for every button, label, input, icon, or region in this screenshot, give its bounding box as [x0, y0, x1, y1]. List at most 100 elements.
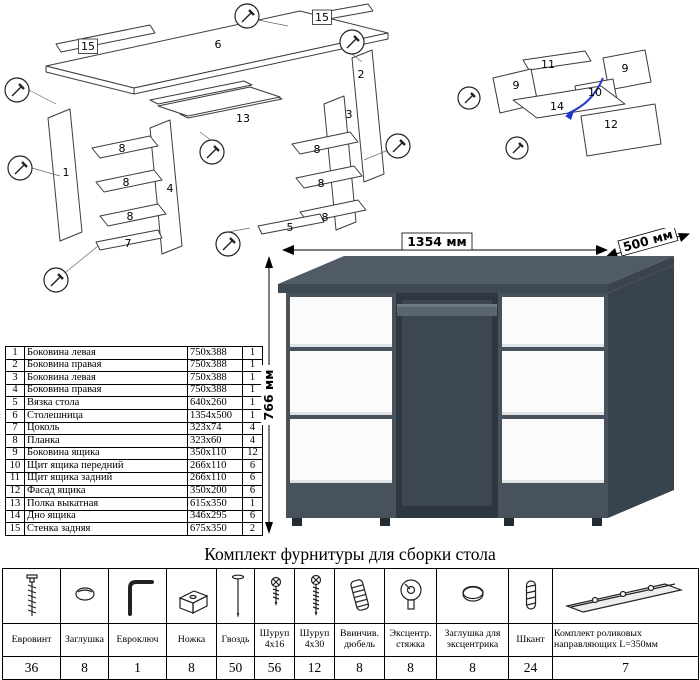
path-shape: [77, 589, 92, 593]
line-shape: [353, 593, 366, 599]
part-tray: [157, 86, 281, 117]
part-row-name: Вязка стола: [24, 396, 188, 410]
circle-shape: [234, 3, 260, 29]
ellipse-shape: [231, 574, 245, 580]
line-shape: [470, 92, 476, 98]
dim-arrow: [678, 233, 690, 242]
assembly-direction-arrow: [566, 77, 604, 115]
part-row-size: 750x388: [187, 358, 243, 373]
part-number-label: 7: [125, 237, 132, 250]
circle-shape: [215, 231, 241, 257]
svg-shape: [25, 574, 38, 616]
g-shape: [461, 585, 484, 602]
drawer-front: [290, 351, 392, 415]
hardware-item-qty: 8: [60, 656, 109, 680]
svg-shape: [399, 579, 422, 610]
part-row-size: 675x350: [187, 522, 243, 536]
part-row-name: Цоколь: [24, 421, 188, 436]
drawer-shade: [290, 344, 392, 347]
part-row-size: 266x110: [187, 459, 243, 473]
leader-lines: [28, 19, 389, 273]
line-shape: [227, 227, 251, 233]
drawer-fronts: [290, 297, 604, 483]
dim-height-label: 766 мм: [261, 365, 277, 425]
path-shape: [127, 580, 154, 616]
part-drawer-slab: [99, 203, 167, 227]
desk-foot: [592, 518, 602, 526]
wood-dowel-icon: [508, 568, 553, 624]
dim-height-text: 766 мм: [261, 370, 276, 421]
hardware-item-name: Комплект роликовых направляющих L=350мм: [552, 623, 699, 657]
dim-depth-text: 500 мм: [621, 228, 674, 255]
screw-long-icon: [294, 568, 335, 624]
part-row-qty: 6: [242, 484, 263, 499]
g-shape: [457, 86, 481, 110]
part-row-number: 10: [5, 459, 25, 473]
part-row-name: Боковина левая: [24, 346, 188, 360]
part-row-size: 323x60: [187, 434, 243, 448]
part-row-name: Боковина правая: [24, 358, 188, 373]
hardware-item-qty: 1: [108, 656, 167, 680]
hardware-callouts: [4, 3, 411, 293]
line-shape: [241, 12, 252, 23]
hardware-item-qty: 24: [508, 656, 553, 680]
part-number-label: 1: [63, 166, 70, 179]
circle-shape: [406, 585, 415, 595]
keyboard-tray: [397, 304, 497, 316]
part-side-panel-3: [323, 95, 357, 231]
rect-shape: [525, 580, 536, 610]
g-shape: [25, 574, 38, 616]
line-shape: [28, 89, 57, 105]
circle-shape: [399, 579, 422, 601]
line-shape: [257, 19, 289, 27]
hardware-item-qty: 8: [166, 656, 217, 680]
line-shape: [14, 164, 25, 175]
line-shape: [351, 53, 363, 63]
part-drawer-slab: [291, 131, 359, 155]
hex-key-icon: [108, 568, 167, 624]
circle-shape: [385, 133, 411, 159]
dim-arrow: [596, 245, 608, 255]
assembly-direction-arrowhead: [565, 111, 574, 120]
part-drawer-slab: [295, 165, 363, 189]
rect-shape: [28, 577, 35, 583]
dim-width-text: 1354 мм: [407, 234, 467, 249]
drawer-front: [502, 351, 604, 415]
hardware-item-qty: 8: [334, 656, 385, 680]
desk-foot: [292, 518, 302, 526]
dim-arrow: [282, 245, 294, 255]
part-drawer-fascia-12: [580, 103, 662, 157]
desk-top: [278, 256, 674, 284]
part-side-panel-2: [351, 49, 385, 183]
dim-arrow: [606, 248, 618, 257]
desk-back-panel: [402, 300, 492, 506]
line-shape: [50, 276, 61, 287]
leg-icon: [166, 568, 217, 624]
part-number-label: 5: [287, 221, 294, 234]
part-number-label: 8: [322, 211, 329, 224]
part-row-number: 2: [5, 358, 25, 373]
line-shape: [312, 576, 320, 584]
hardware-item-name: Эксцентр. стяжка: [384, 623, 437, 657]
line-shape: [350, 584, 363, 589]
drawer-shade: [502, 412, 604, 415]
line-shape: [272, 578, 280, 586]
part-plinth-7: [95, 229, 163, 251]
part-row-name: Боковина левая: [24, 371, 188, 385]
hardware-item-qty: 12: [294, 656, 335, 680]
part-row-name: Щит ящика задний: [24, 471, 188, 486]
part-row-number: 8: [5, 434, 25, 448]
desk-product-image: 1354 мм 500 мм 766 мм: [261, 228, 690, 534]
part-number-box: [78, 38, 98, 54]
g-shape: [199, 139, 225, 165]
part-row-number: 12: [5, 484, 25, 499]
line-shape: [352, 589, 365, 594]
hardware-item-name: Евровинт: [2, 623, 61, 657]
line-shape: [346, 38, 357, 49]
